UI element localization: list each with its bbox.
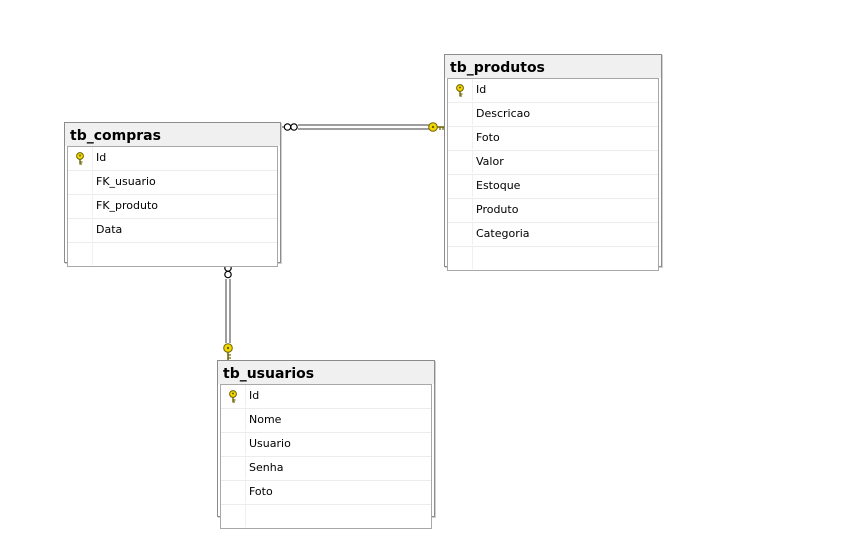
column-name: Produto [476,203,519,216]
column-list: Id FK_usuario FK_produto Data [67,146,278,267]
relationship-compras-produtos[interactable] [282,122,444,132]
column-name: FK_produto [96,199,159,212]
empty-column-row[interactable] [221,505,431,528]
column-row-id[interactable]: Id [448,79,658,103]
table-title[interactable]: tb_usuarios [218,361,434,384]
column-name: Senha [249,461,284,474]
column-name: Usuario [249,437,291,450]
primary-key-icon [223,343,233,360]
table-tb-produtos[interactable]: tb_produtos Id Descricao Foto Valor [444,54,662,271]
table-title[interactable]: tb_compras [65,123,280,146]
column-list: Id Descricao Foto Valor Estoque Produto … [447,78,659,271]
empty-column-row[interactable] [68,243,277,266]
table-tb-compras[interactable]: tb_compras Id FK_usuario FK_produto Data [64,122,281,267]
column-row-nome[interactable]: Nome [221,409,431,433]
column-name: Foto [249,485,273,498]
column-name: Nome [249,413,282,426]
column-row-id[interactable]: Id [221,385,431,409]
column-name: Foto [476,131,500,144]
infinity-icon [283,123,298,131]
column-row-descricao[interactable]: Descricao [448,103,658,127]
table-title[interactable]: tb_produtos [445,55,661,78]
column-row-foto[interactable]: Foto [448,127,658,151]
column-row-produto[interactable]: Produto [448,199,658,223]
column-row-data[interactable]: Data [68,219,277,243]
primary-key-icon [428,122,444,132]
column-row-fk-produto[interactable]: FK_produto [68,195,277,219]
table-tb-usuarios[interactable]: tb_usuarios Id Nome Usuario Senha [217,360,435,529]
column-name: Data [96,223,123,236]
primary-key-icon [76,152,84,165]
column-row-categoria[interactable]: Categoria [448,223,658,247]
column-name: Id [476,83,487,96]
column-row-usuario[interactable]: Usuario [221,433,431,457]
primary-key-icon [229,390,237,403]
column-name: Valor [476,155,504,168]
column-name: Id [96,151,107,164]
column-name: Categoria [476,227,530,240]
column-row-senha[interactable]: Senha [221,457,431,481]
empty-column-row[interactable] [448,247,658,270]
column-name: Id [249,389,260,402]
column-list: Id Nome Usuario Senha Foto [220,384,432,529]
column-row-fk-usuario[interactable]: FK_usuario [68,171,277,195]
column-name: FK_usuario [96,175,156,188]
column-row-id[interactable]: Id [68,147,277,171]
column-name: Descricao [476,107,531,120]
column-row-valor[interactable]: Valor [448,151,658,175]
primary-key-icon [456,84,464,97]
relationship-compras-usuarios[interactable] [223,262,233,360]
column-row-foto[interactable]: Foto [221,481,431,505]
column-row-estoque[interactable]: Estoque [448,175,658,199]
column-name: Estoque [476,179,521,192]
